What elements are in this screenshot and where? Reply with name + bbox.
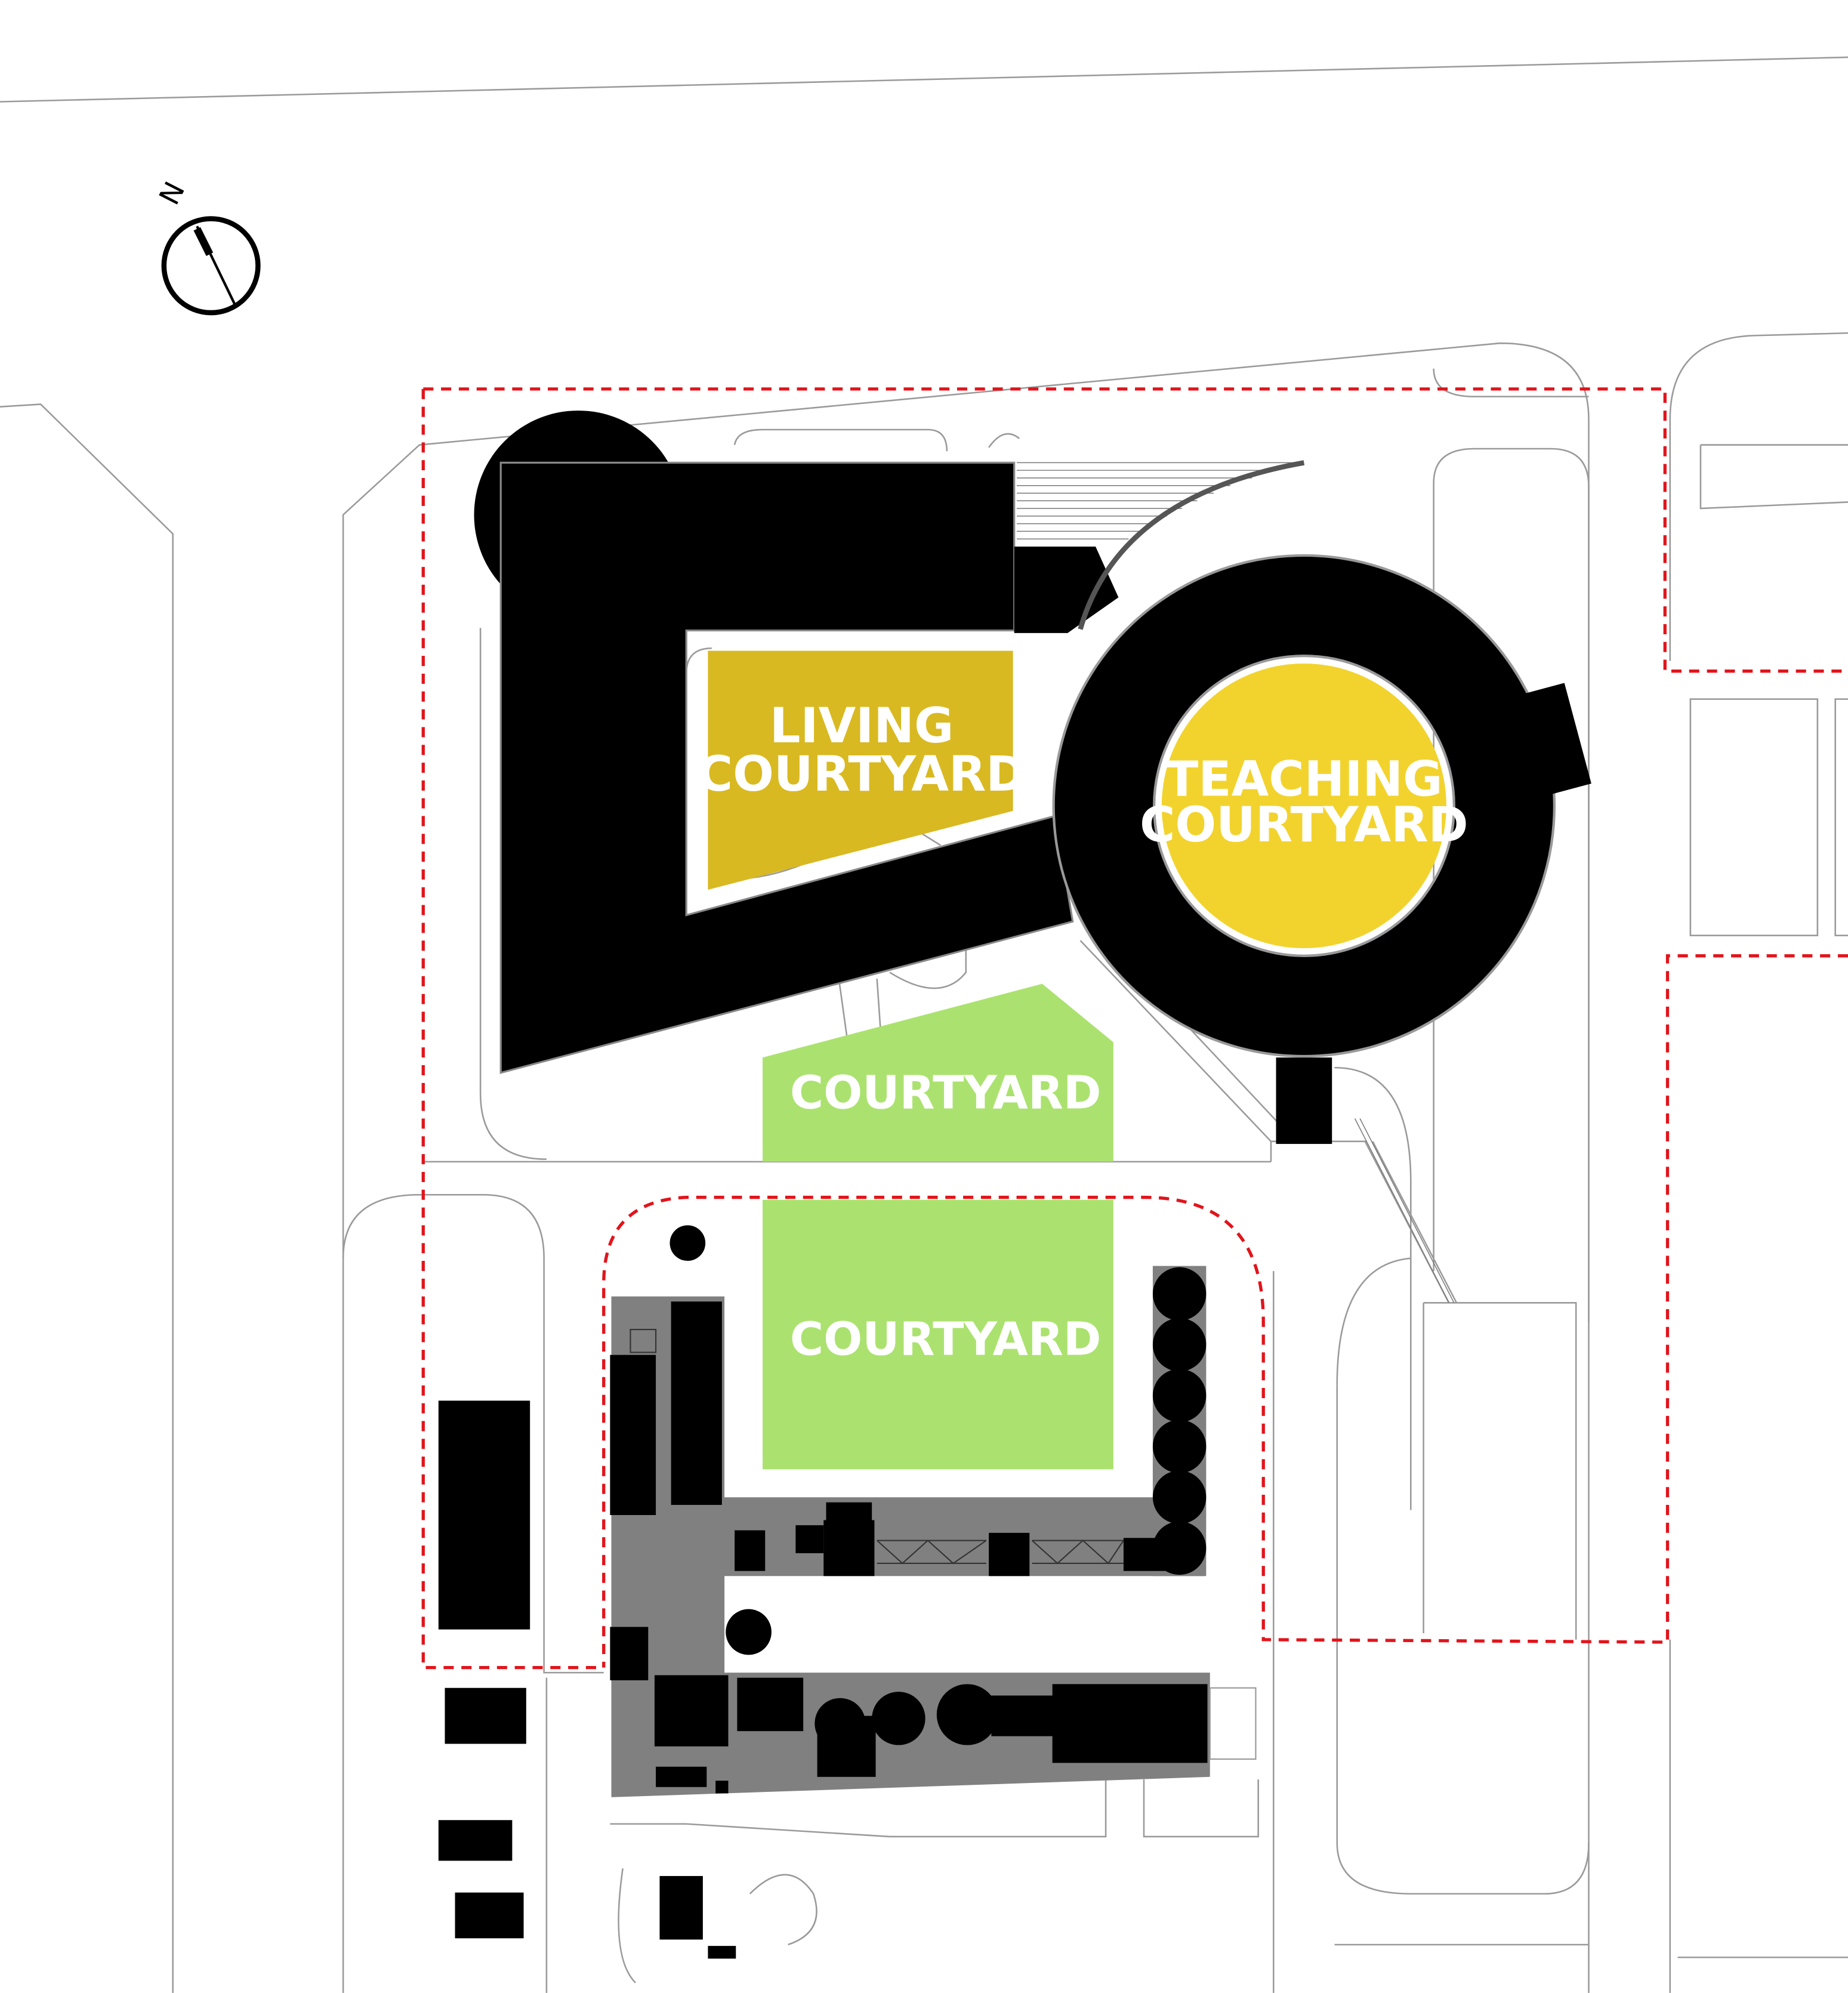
courtyard-lower-area — [762, 1199, 1113, 1470]
west-block — [438, 1400, 530, 1630]
living-courtyard-label-line1: LIVING — [770, 698, 954, 754]
ring-stair-tower — [1525, 683, 1591, 794]
silo-4 — [1152, 1420, 1207, 1473]
living-wing — [499, 461, 1074, 1074]
silo-1 — [1152, 1267, 1207, 1321]
sw-block-3 — [455, 1892, 524, 1939]
stair-hatching — [1016, 462, 1455, 1303]
teaching-ring — [1052, 554, 1556, 1058]
round-block — [726, 1609, 772, 1655]
truss-zigzag — [876, 1540, 1124, 1565]
north-label: N — [153, 177, 192, 210]
sw-block-2 — [438, 1820, 513, 1861]
ring-south-link — [1276, 1057, 1332, 1144]
teaching-courtyard-area — [1161, 663, 1446, 949]
block-e — [823, 1520, 875, 1576]
block-i — [610, 1627, 649, 1680]
block-a — [610, 1355, 656, 1516]
block-f — [826, 1502, 872, 1523]
service-podium — [611, 1296, 1210, 1797]
connector-wedge — [1014, 546, 1119, 633]
silo-6 — [1152, 1521, 1207, 1575]
tank-3 — [936, 1684, 998, 1745]
courtyard-upper-area — [762, 983, 1113, 1162]
block-b — [671, 1301, 722, 1505]
site-boundary — [421, 387, 1848, 1670]
block-g — [989, 1532, 1030, 1576]
silo-2 — [1152, 1318, 1207, 1372]
living-courtyard-area — [708, 650, 1013, 890]
main-building — [474, 411, 1591, 1144]
service-block — [610, 1225, 1257, 1797]
tank-2 — [872, 1692, 925, 1745]
s-block-2 — [708, 1946, 736, 1959]
living-courtyard-label-line2: COURTYARD — [698, 746, 1026, 803]
north-arrow-icon: N — [153, 177, 261, 316]
tree-circle — [670, 1225, 706, 1261]
silo-3 — [1152, 1369, 1207, 1423]
outer-buildings — [438, 1400, 736, 1959]
sw-block-1 — [445, 1687, 526, 1744]
truss-lines — [877, 1540, 1124, 1565]
block-d — [795, 1525, 824, 1553]
block-n — [1052, 1684, 1208, 1763]
teaching-courtyard-label-line1: TEACHING — [1165, 751, 1442, 807]
block-n-annex — [1209, 1687, 1257, 1760]
block-m — [991, 1695, 1055, 1736]
courtyard-lower-label: COURTYARD — [790, 1313, 1102, 1366]
block-p — [715, 1781, 729, 1794]
teaching-courtyard-label-line2: COURTYARD — [1140, 797, 1468, 853]
tank-1 — [815, 1698, 866, 1749]
block-j — [654, 1675, 729, 1747]
block-c — [735, 1530, 766, 1571]
block-k — [737, 1677, 804, 1732]
block-a-core — [630, 1328, 657, 1353]
s-block-1 — [659, 1875, 703, 1940]
block-o — [656, 1766, 707, 1787]
courtyard-upper-label: COURTYARD — [790, 1066, 1102, 1119]
curved-canopy — [1078, 460, 1305, 630]
silo-5 — [1152, 1470, 1207, 1524]
